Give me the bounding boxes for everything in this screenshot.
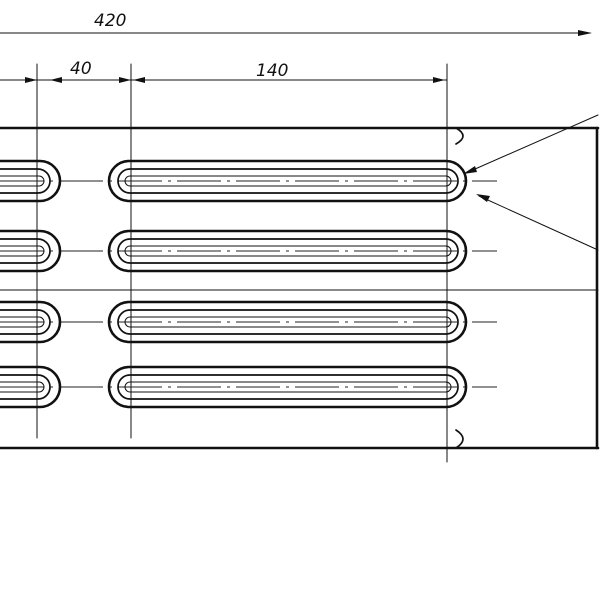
slot-left-core <box>0 245 45 257</box>
slot-row <box>0 229 497 273</box>
slot-left-inner <box>0 238 51 264</box>
slot-middle <box>117 374 459 400</box>
slot-outer <box>107 365 468 409</box>
slot-outer <box>107 300 468 344</box>
dimension-total-label: 420 <box>94 11 126 31</box>
slot-outer <box>107 229 468 273</box>
dimension-slot-length-label: 140 <box>256 61 288 81</box>
slot-row <box>0 300 497 344</box>
slot-left-outer <box>0 365 62 409</box>
slot-inner <box>124 245 452 257</box>
slot-left-outer <box>0 159 62 203</box>
slot-left-outer <box>0 229 62 273</box>
slot-inner <box>124 381 452 393</box>
leader-lines <box>463 114 599 251</box>
slot-left-inner <box>0 374 51 400</box>
slot-outer <box>107 159 468 203</box>
slot-middle <box>117 168 459 194</box>
slot-middle <box>117 238 459 264</box>
slot-rows <box>0 159 497 409</box>
slot-row <box>0 365 497 409</box>
slot-row <box>0 159 497 203</box>
edge-fold-top <box>455 127 464 145</box>
slot-left-core <box>0 381 45 393</box>
slot-left-inner <box>0 168 51 194</box>
slot-left-outer <box>0 300 62 344</box>
panel-outline <box>0 126 600 450</box>
slot-inner <box>124 175 452 187</box>
dimension-gap: 40 <box>0 59 132 83</box>
slot-middle <box>117 309 459 335</box>
slot-inner <box>124 316 452 328</box>
dimension-gap-label: 40 <box>70 59 92 79</box>
slot-left-core <box>0 316 45 328</box>
edge-fold-bottom <box>455 429 464 449</box>
dimension-total: 420 <box>0 11 592 36</box>
slot-left-core <box>0 175 45 187</box>
slot-left-inner <box>0 309 51 335</box>
dimension-slot-length: 140 <box>130 61 448 83</box>
